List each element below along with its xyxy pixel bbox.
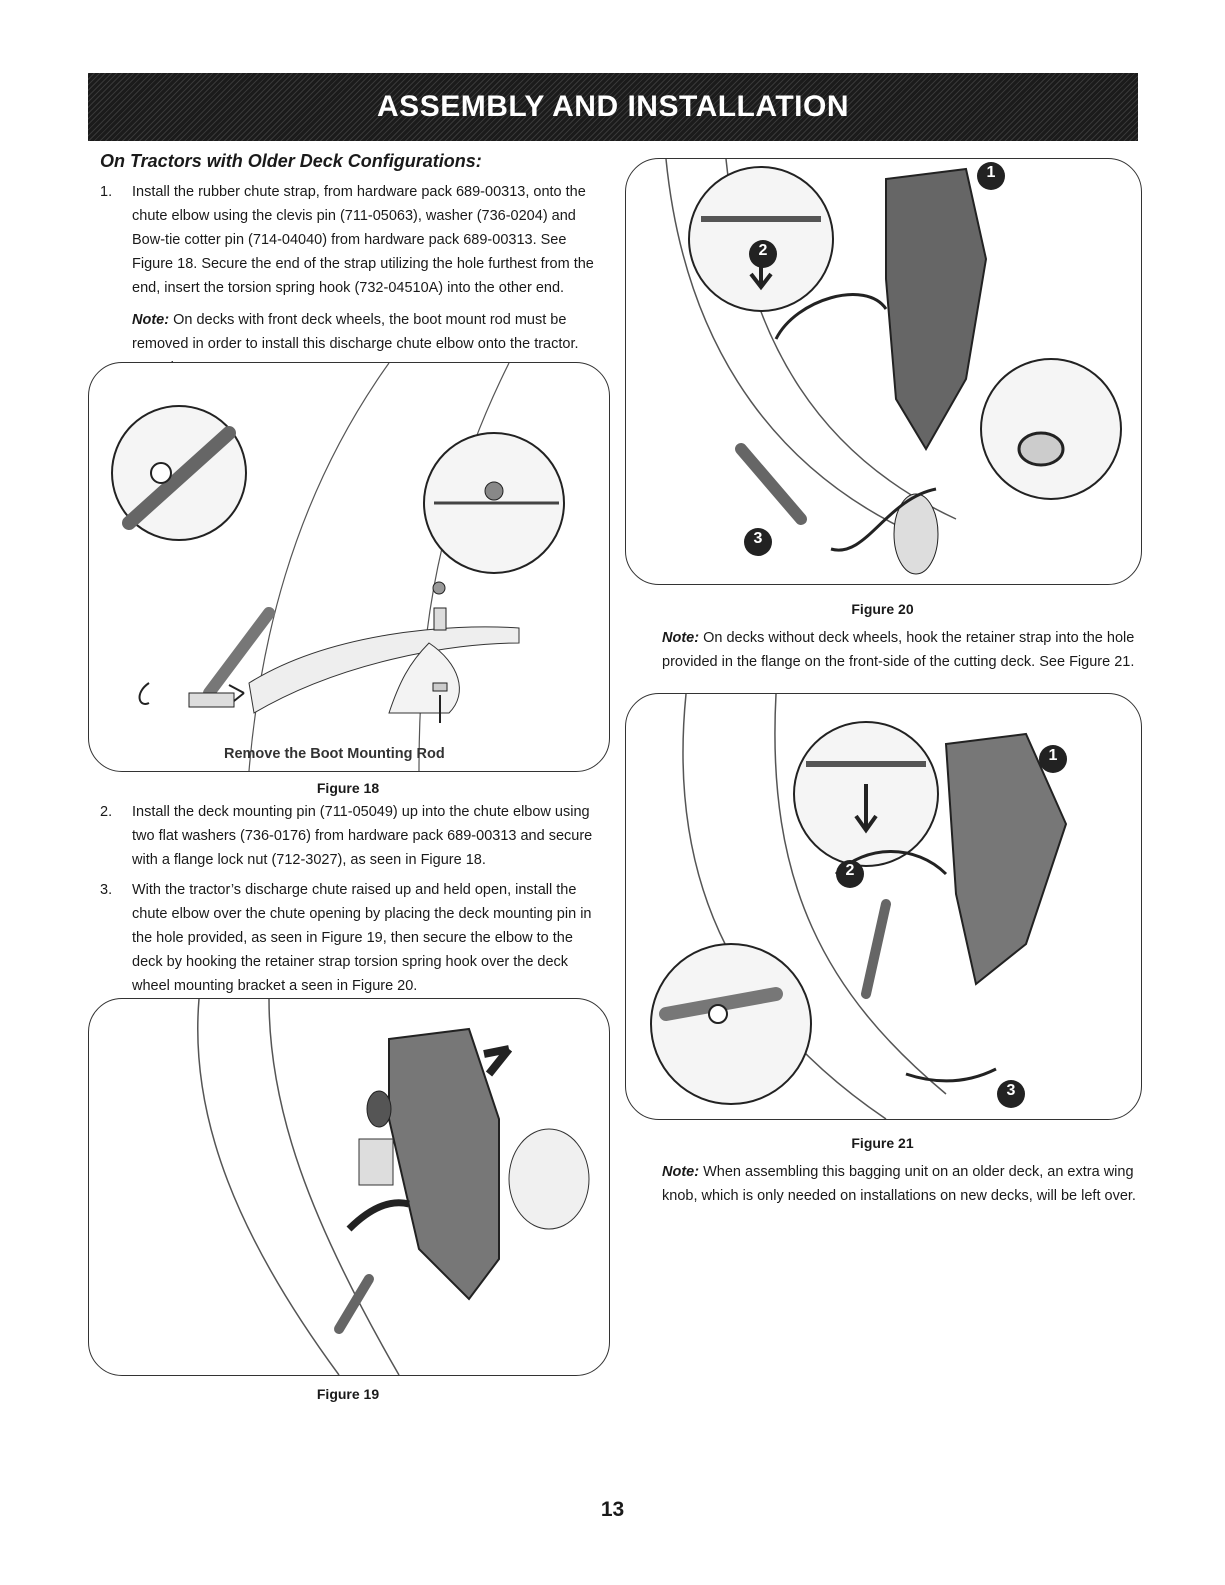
figure-21: 1 2 3 bbox=[625, 693, 1142, 1120]
note-no-deck-wheels: Note: On decks without deck wheels, hook… bbox=[662, 626, 1140, 674]
figure-19-caption: Figure 19 bbox=[316, 1386, 380, 1402]
section-heading: On Tractors with Older Deck Configuratio… bbox=[100, 151, 482, 171]
step-text: Install the rubber chute strap, from har… bbox=[132, 184, 594, 296]
note-text: On decks without deck wheels, hook the r… bbox=[662, 630, 1135, 670]
figure-18-illustration bbox=[111, 363, 565, 771]
figure-19-illustration bbox=[197, 999, 590, 1375]
step-1: 1. Install the rubber chute strap, from … bbox=[100, 180, 605, 300]
figure-20-illustration bbox=[665, 159, 1122, 575]
step-number: 3. bbox=[100, 882, 113, 898]
figure-20-caption: Figure 20 bbox=[851, 601, 914, 617]
figure-19 bbox=[88, 998, 610, 1376]
figure-20: 1 2 3 bbox=[625, 158, 1142, 585]
figure-18-caption: Figure 18 bbox=[316, 780, 380, 796]
remove-boot-rod-callout: Remove the Boot Mounting Rod bbox=[224, 746, 445, 762]
step-number: 1. bbox=[100, 184, 113, 200]
marker-1: 1 bbox=[986, 164, 996, 181]
marker-2: 2 bbox=[758, 242, 768, 259]
note-label: Note: bbox=[132, 312, 170, 328]
figure-21-illustration bbox=[650, 694, 1068, 1119]
note-text: When assembling this bagging unit on an … bbox=[662, 1164, 1136, 1204]
note-label: Note: bbox=[662, 630, 700, 646]
step-number: 2. bbox=[100, 804, 113, 820]
step-2: 2. Install the deck mounting pin (711-05… bbox=[100, 800, 605, 868]
step-text: Install the deck mounting pin (711-05049… bbox=[132, 804, 593, 868]
marker-3: 3 bbox=[1006, 1082, 1016, 1099]
figure-21-caption: Figure 21 bbox=[851, 1135, 914, 1151]
step-text: With the tractor’s discharge chute raise… bbox=[132, 882, 592, 994]
section-banner: ASSEMBLY AND INSTALLATION bbox=[88, 73, 1138, 141]
banner-title: ASSEMBLY AND INSTALLATION bbox=[377, 90, 849, 123]
page-number: 13 bbox=[600, 1498, 625, 1521]
marker-3: 3 bbox=[753, 530, 763, 547]
marker-2: 2 bbox=[845, 862, 855, 879]
note-label: Note: bbox=[662, 1164, 700, 1180]
marker-1: 1 bbox=[1048, 747, 1058, 764]
figure-18: Remove the Boot Mounting Rod bbox=[88, 362, 610, 772]
step-3: 3. With the tractor’s discharge chute ra… bbox=[100, 878, 605, 998]
note-extra-wing-knob: Note: When assembling this bagging unit … bbox=[662, 1160, 1140, 1208]
